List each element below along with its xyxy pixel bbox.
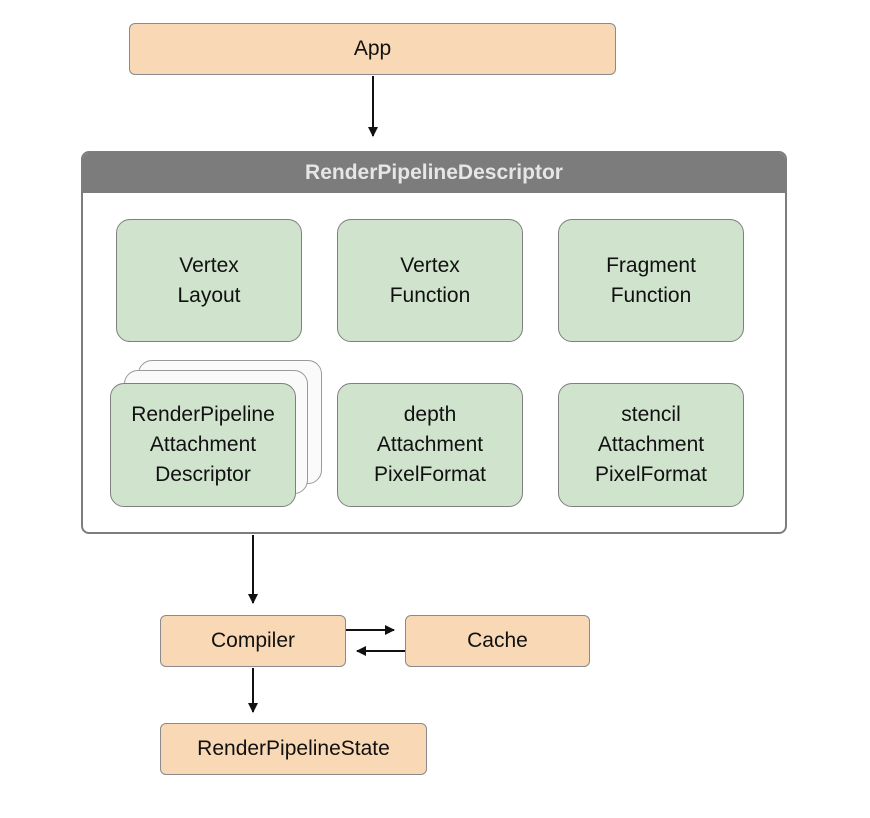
cache-label: Cache [467,629,528,652]
attachment-descriptor-label: RenderPipeline Attachment Descriptor [131,403,275,486]
stencil-pixel-format-node: stencil Attachment PixelFormat [558,383,744,507]
descriptor-title: RenderPipelineDescriptor [305,161,563,184]
pipeline-state-node: RenderPipelineState [160,723,427,775]
depth-pixel-format-node: depth Attachment PixelFormat [337,383,523,507]
pipeline-state-label: RenderPipelineState [197,737,390,760]
fragment-function-label: Fragment Function [606,253,696,307]
depth-pixel-format-label: depth Attachment PixelFormat [373,403,487,486]
attachment-descriptor-node: RenderPipeline Attachment Descriptor [110,383,296,507]
compiler-label: Compiler [210,629,296,652]
vertex-layout-node: Vertex Layout [116,219,302,342]
vertex-function-label: Vertex Function [389,253,471,307]
app-node: App [129,23,616,75]
descriptor-header: RenderPipelineDescriptor [83,153,785,193]
compiler-node: Compiler [160,615,346,667]
vertex-function-node: Vertex Function [337,219,523,342]
stencil-pixel-format-label: stencil Attachment PixelFormat [594,403,708,486]
vertex-layout-label: Vertex Layout [177,253,241,307]
fragment-function-node: Fragment Function [558,219,744,342]
cache-node: Cache [405,615,590,667]
app-label: App [353,37,392,60]
